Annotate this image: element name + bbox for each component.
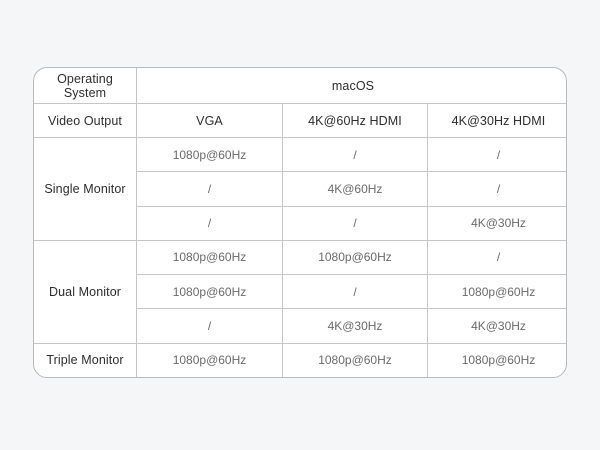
spec-cell: 1080p@60Hz	[427, 274, 566, 310]
operating-system-row: Operating System macOS	[34, 68, 566, 104]
spec-cell: 1080p@60Hz	[136, 274, 283, 310]
row-header-single-monitor: Single Monitor	[34, 137, 137, 241]
spec-cell: /	[427, 171, 566, 207]
dual-monitor-row-2: 1080p@60Hz / 1080p@60Hz	[34, 274, 566, 310]
row-header-video-output: Video Output	[34, 103, 137, 138]
spec-cell: 4K@30Hz	[427, 308, 566, 344]
video-output-header-row: Video Output VGA 4K@60Hz HDMI 4K@30Hz HD…	[34, 103, 566, 138]
spec-cell: 4K@30Hz	[427, 205, 566, 241]
row-header-dual-monitor: Dual Monitor	[34, 239, 137, 344]
spec-cell: 1080p@60Hz	[427, 342, 566, 377]
spec-cell: 1080p@60Hz	[282, 342, 428, 377]
single-monitor-row-3: / / 4K@30Hz	[34, 205, 566, 241]
spec-cell: /	[136, 308, 283, 344]
column-header-vga: VGA	[136, 103, 283, 138]
spec-cell: /	[136, 171, 283, 207]
dual-monitor-row-3: / 4K@30Hz 4K@30Hz	[34, 308, 566, 344]
single-monitor-row-1: Single Monitor 1080p@60Hz / /	[34, 136, 566, 241]
spec-table-card: Operating System macOS Video Output VGA …	[33, 67, 567, 378]
spec-cell: /	[427, 136, 566, 173]
row-header-triple-monitor: Triple Monitor	[34, 342, 137, 377]
triple-monitor-row: Triple Monitor 1080p@60Hz 1080p@60Hz 108…	[34, 342, 566, 377]
spec-cell: /	[282, 136, 428, 173]
spec-cell: 1080p@60Hz	[136, 342, 283, 377]
column-header-4k60-hdmi: 4K@60Hz HDMI	[282, 103, 428, 138]
dual-monitor-row-1: Dual Monitor 1080p@60Hz 1080p@60Hz /	[34, 239, 566, 344]
spec-cell: /	[136, 205, 283, 241]
os-value-macos: macOS	[136, 68, 566, 104]
spec-cell: 1080p@60Hz	[136, 136, 283, 173]
row-header-operating-system: Operating System	[34, 68, 137, 104]
video-output-spec-table: Operating System macOS Video Output VGA …	[34, 68, 566, 377]
spec-cell: /	[282, 205, 428, 241]
spec-cell: 1080p@60Hz	[282, 239, 428, 276]
spec-cell: 4K@60Hz	[282, 171, 428, 207]
spec-cell: /	[427, 239, 566, 276]
spec-cell: 4K@30Hz	[282, 308, 428, 344]
spec-cell: 1080p@60Hz	[136, 239, 283, 276]
spec-cell: /	[282, 274, 428, 310]
column-header-4k30-hdmi: 4K@30Hz HDMI	[427, 103, 566, 138]
